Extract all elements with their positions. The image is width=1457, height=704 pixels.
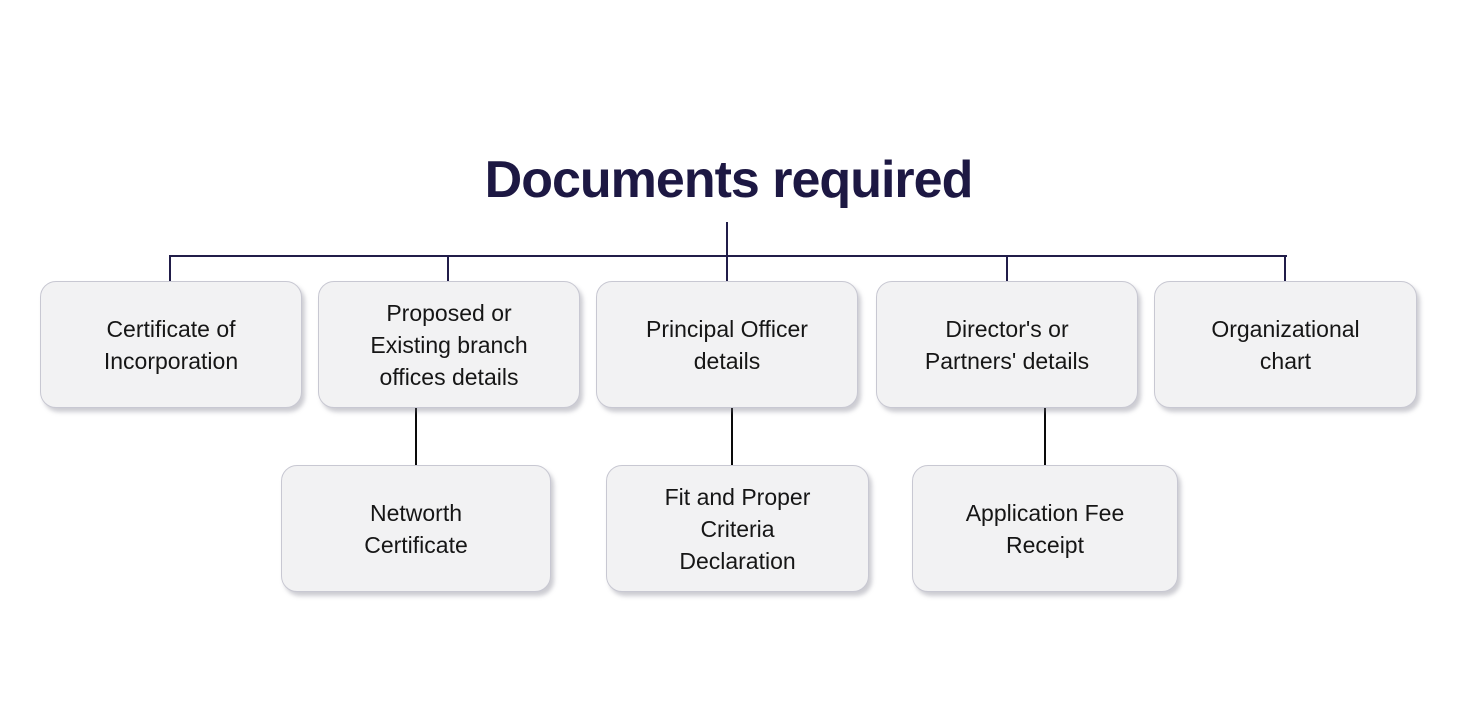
connector-drop-certificate [169, 255, 171, 282]
node-branch-offices-details: Proposed or Existing branch offices deta… [318, 281, 580, 408]
node-label: Director's or Partners' details [924, 315, 1090, 374]
connector-directors-to-fee-receipt [1044, 407, 1046, 466]
node-fit-proper-criteria-declaration: Fit and Proper Criteria Declaration [606, 465, 869, 592]
connector-drop-org-chart [1284, 255, 1286, 282]
node-label: Fit and Proper Criteria Declaration [664, 483, 811, 574]
node-label: Certificate of Incorporation [103, 315, 239, 374]
node-label: Proposed or Existing branch offices deta… [370, 299, 528, 390]
connector-root-stem [726, 222, 728, 257]
node-certificate-of-incorporation: Certificate of Incorporation [40, 281, 302, 408]
connector-drop-principal-officer [726, 255, 728, 282]
node-label: Application Fee Receipt [965, 499, 1125, 558]
connector-branch-to-networth [415, 407, 417, 466]
node-directors-partners-details: Director's or Partners' details [876, 281, 1138, 408]
node-principal-officer-details: Principal Officer details [596, 281, 858, 408]
connector-horizontal-bar [169, 255, 1287, 257]
node-label: Organizational chart [1211, 315, 1360, 374]
connector-drop-directors [1006, 255, 1008, 282]
connector-officer-to-fit-proper [731, 407, 733, 467]
node-application-fee-receipt: Application Fee Receipt [912, 465, 1178, 592]
node-organizational-chart: Organizational chart [1154, 281, 1417, 408]
connector-drop-branch-offices [447, 255, 449, 282]
node-networth-certificate: Networth Certificate [281, 465, 551, 592]
node-label: Principal Officer details [646, 315, 808, 374]
node-label: Networth Certificate [364, 499, 468, 558]
page-title: Documents required [484, 151, 974, 209]
